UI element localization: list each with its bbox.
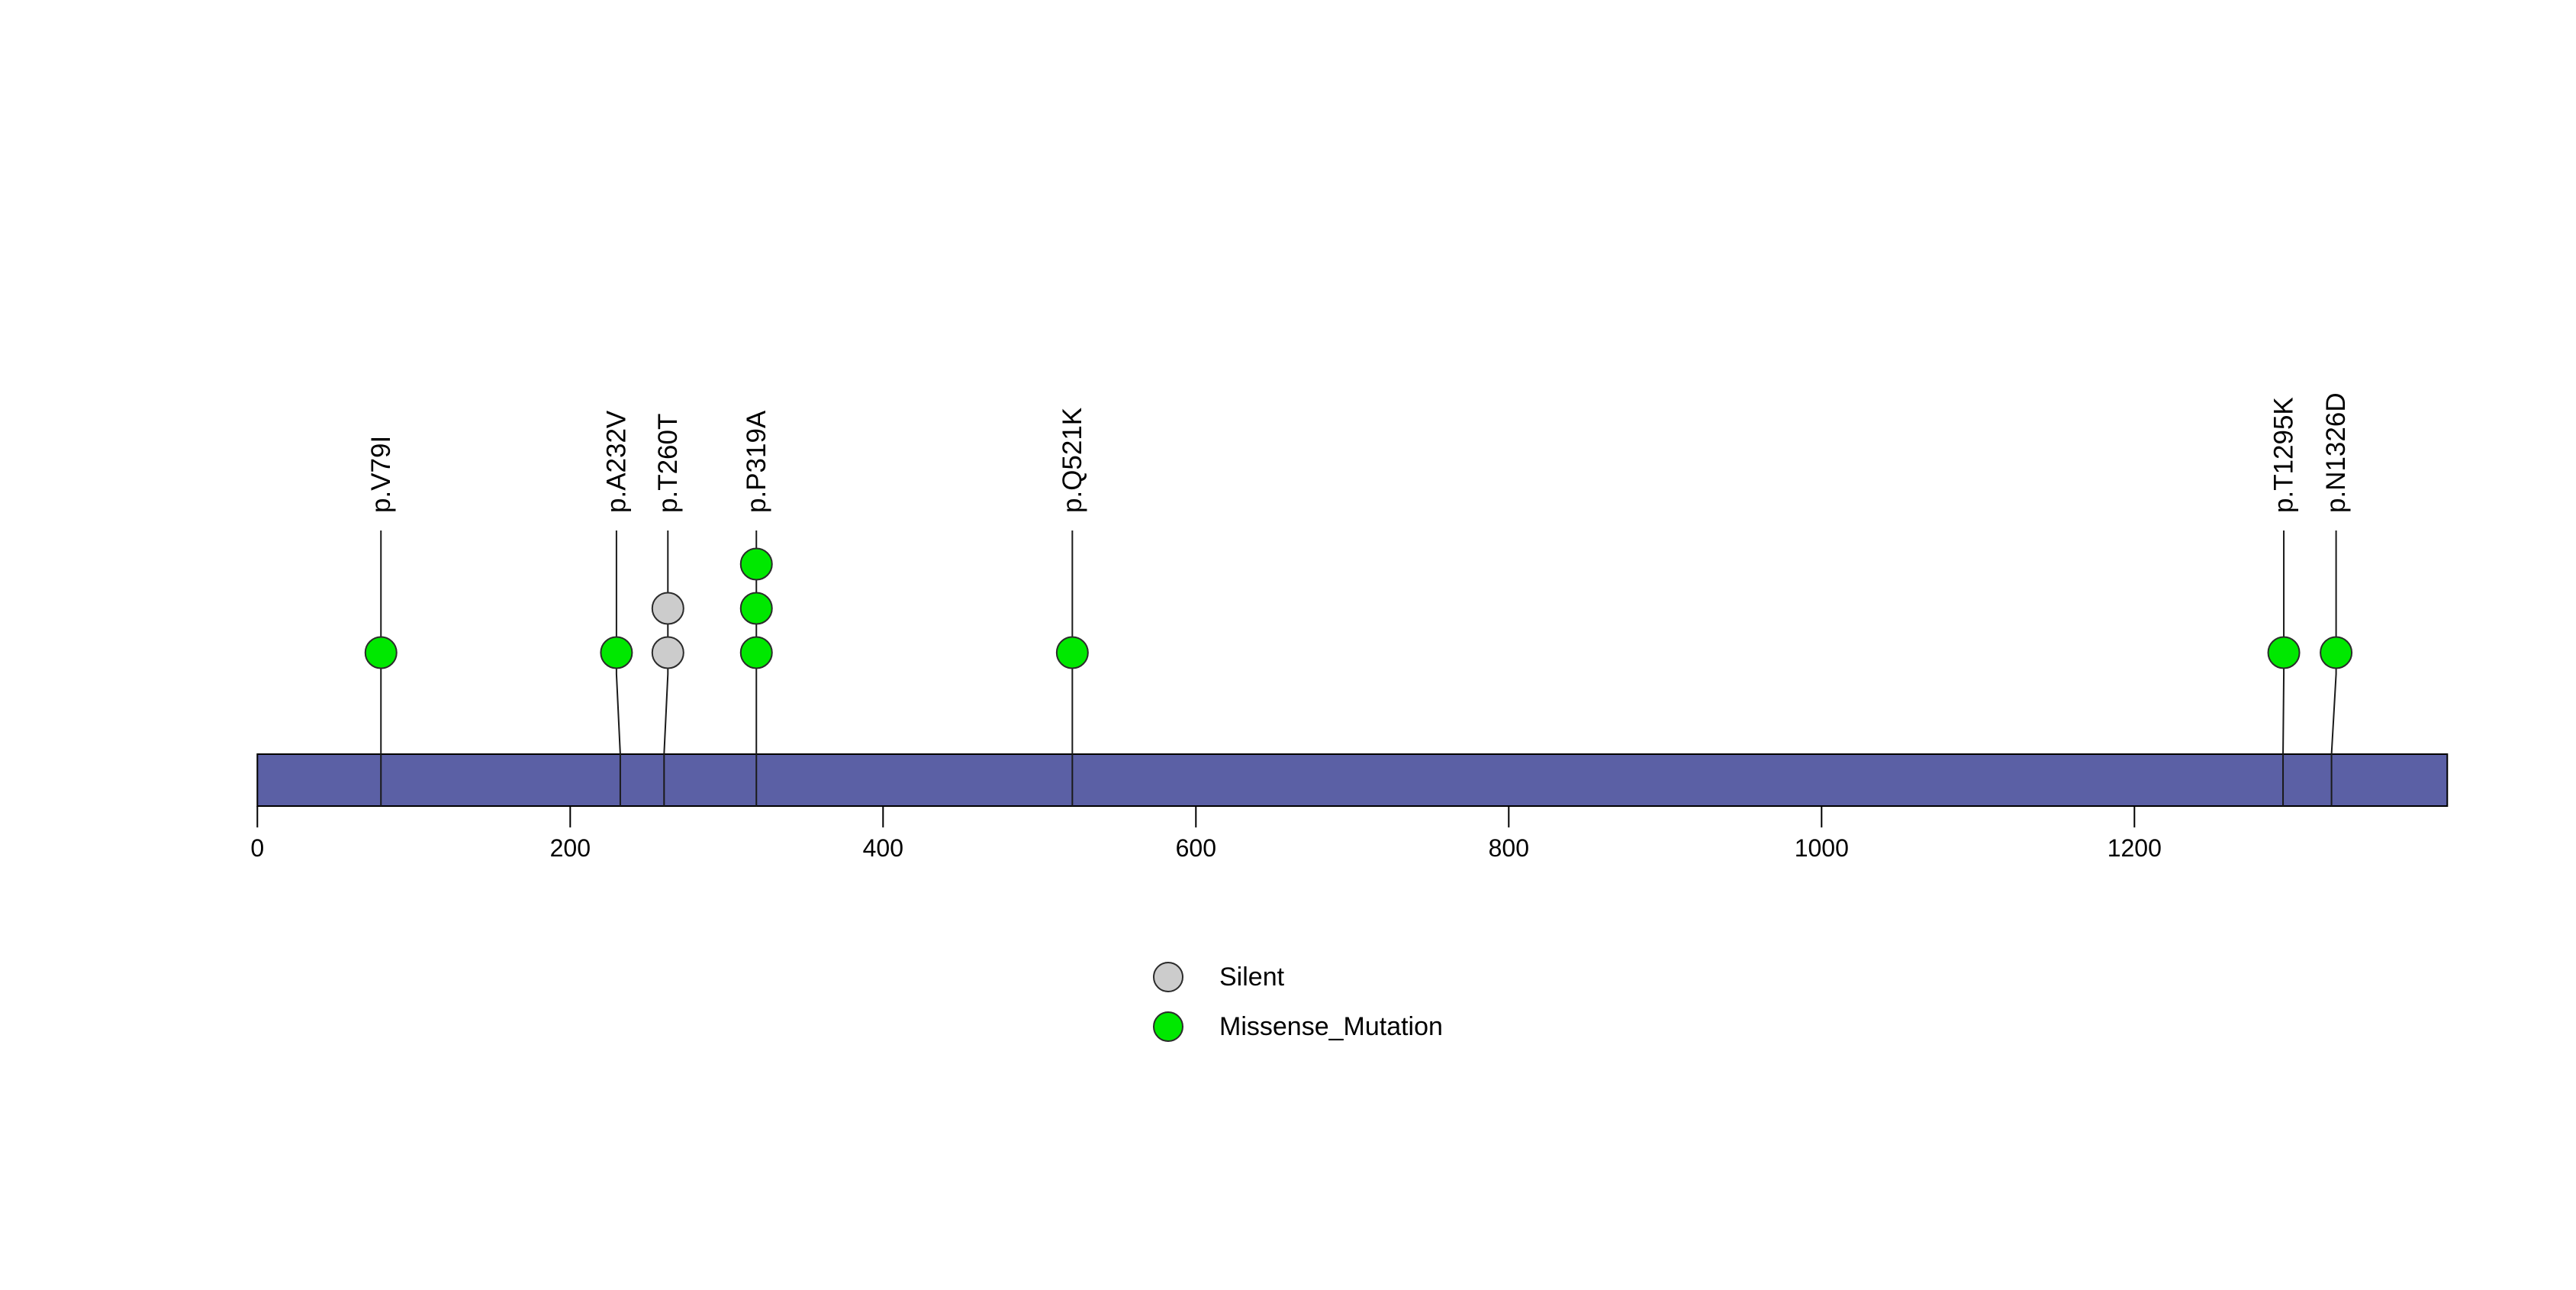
axis-tick-label: 600 — [1176, 834, 1216, 862]
mutation-label: p.Q521K — [1058, 408, 1087, 513]
legend-item: Silent — [1153, 962, 1285, 992]
mutation-stem — [2330, 531, 2337, 806]
axis-tick-label: 1000 — [1795, 834, 1849, 862]
mutation-label: p.N1326D — [2321, 392, 2351, 513]
mutation-point — [364, 636, 398, 669]
mutation-point — [651, 592, 684, 625]
protein-backbone — [256, 753, 2449, 807]
mutation-point — [739, 636, 773, 669]
mutation-point — [1055, 636, 1089, 669]
axis-tick-label: 800 — [1489, 834, 1529, 862]
mutation-point — [2267, 636, 2301, 669]
mutation-stem — [615, 531, 621, 806]
legend-swatch-icon — [1153, 962, 1183, 992]
mutation-label: p.T260T — [653, 414, 683, 513]
mutation-stem — [2282, 531, 2285, 806]
axis-tick-label: 200 — [550, 834, 591, 862]
mutation-point — [739, 547, 773, 581]
axis-tick-label: 400 — [863, 834, 903, 862]
legend-label: Missense_Mutation — [1219, 1012, 1443, 1041]
axis-tick-label: 0 — [250, 834, 264, 862]
axis-tick-label: 1200 — [2107, 834, 2162, 862]
mutation-point — [600, 636, 633, 669]
mutation-point — [651, 636, 684, 669]
legend-label: Silent — [1219, 963, 1285, 992]
mutation-label: p.V79I — [366, 436, 396, 513]
mutation-label: p.P319A — [742, 410, 771, 513]
mutation-label: p.T1295K — [2269, 397, 2299, 513]
mutation-point — [2320, 636, 2353, 669]
legend-item: Missense_Mutation — [1153, 1011, 1443, 1042]
mutation-label: p.A232V — [601, 410, 631, 513]
legend-swatch-icon — [1153, 1011, 1183, 1042]
mutation-point — [739, 592, 773, 625]
